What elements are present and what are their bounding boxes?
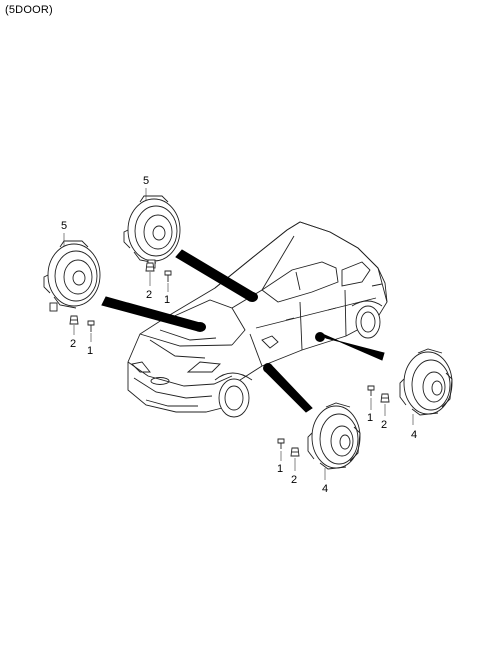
callout-1-lower: 1: [277, 463, 283, 475]
callout-4-lower: 4: [322, 483, 328, 495]
leader-wedge: [175, 249, 255, 302]
callout-5-upper: 5: [143, 175, 149, 187]
callout-2-left: 2: [70, 338, 76, 350]
callout-1-upper: 1: [164, 294, 170, 306]
leader-wedge: [101, 296, 201, 332]
callout-1-left: 1: [87, 345, 93, 357]
clip-icon: [69, 315, 79, 325]
screw-icon: [164, 270, 172, 282]
callout-4-right: 4: [411, 429, 417, 441]
leader-wedge: [319, 332, 385, 361]
clip-icon: [380, 393, 390, 403]
tweeter-speaker-left: [43, 240, 101, 312]
screw-icon: [277, 438, 285, 449]
callout-2-upper: 2: [146, 289, 152, 301]
door-speaker-right: [399, 348, 453, 416]
car-illustration: [127, 221, 388, 418]
screw-icon: [367, 385, 375, 396]
callout-2-lower: 2: [291, 474, 297, 486]
clip-icon: [145, 262, 155, 272]
callout-1-right: 1: [367, 412, 373, 424]
clip-icon: [290, 447, 300, 457]
tweeter-speaker-upper: [123, 195, 181, 269]
leader-wedge: [265, 365, 313, 413]
callout-5-left: 5: [61, 220, 67, 232]
variant-label: (5DOOR): [5, 4, 53, 16]
leader-wedges: [101, 249, 385, 413]
callout-2-right: 2: [381, 419, 387, 431]
screw-icon: [87, 320, 95, 332]
door-speaker-lower: [307, 402, 361, 470]
